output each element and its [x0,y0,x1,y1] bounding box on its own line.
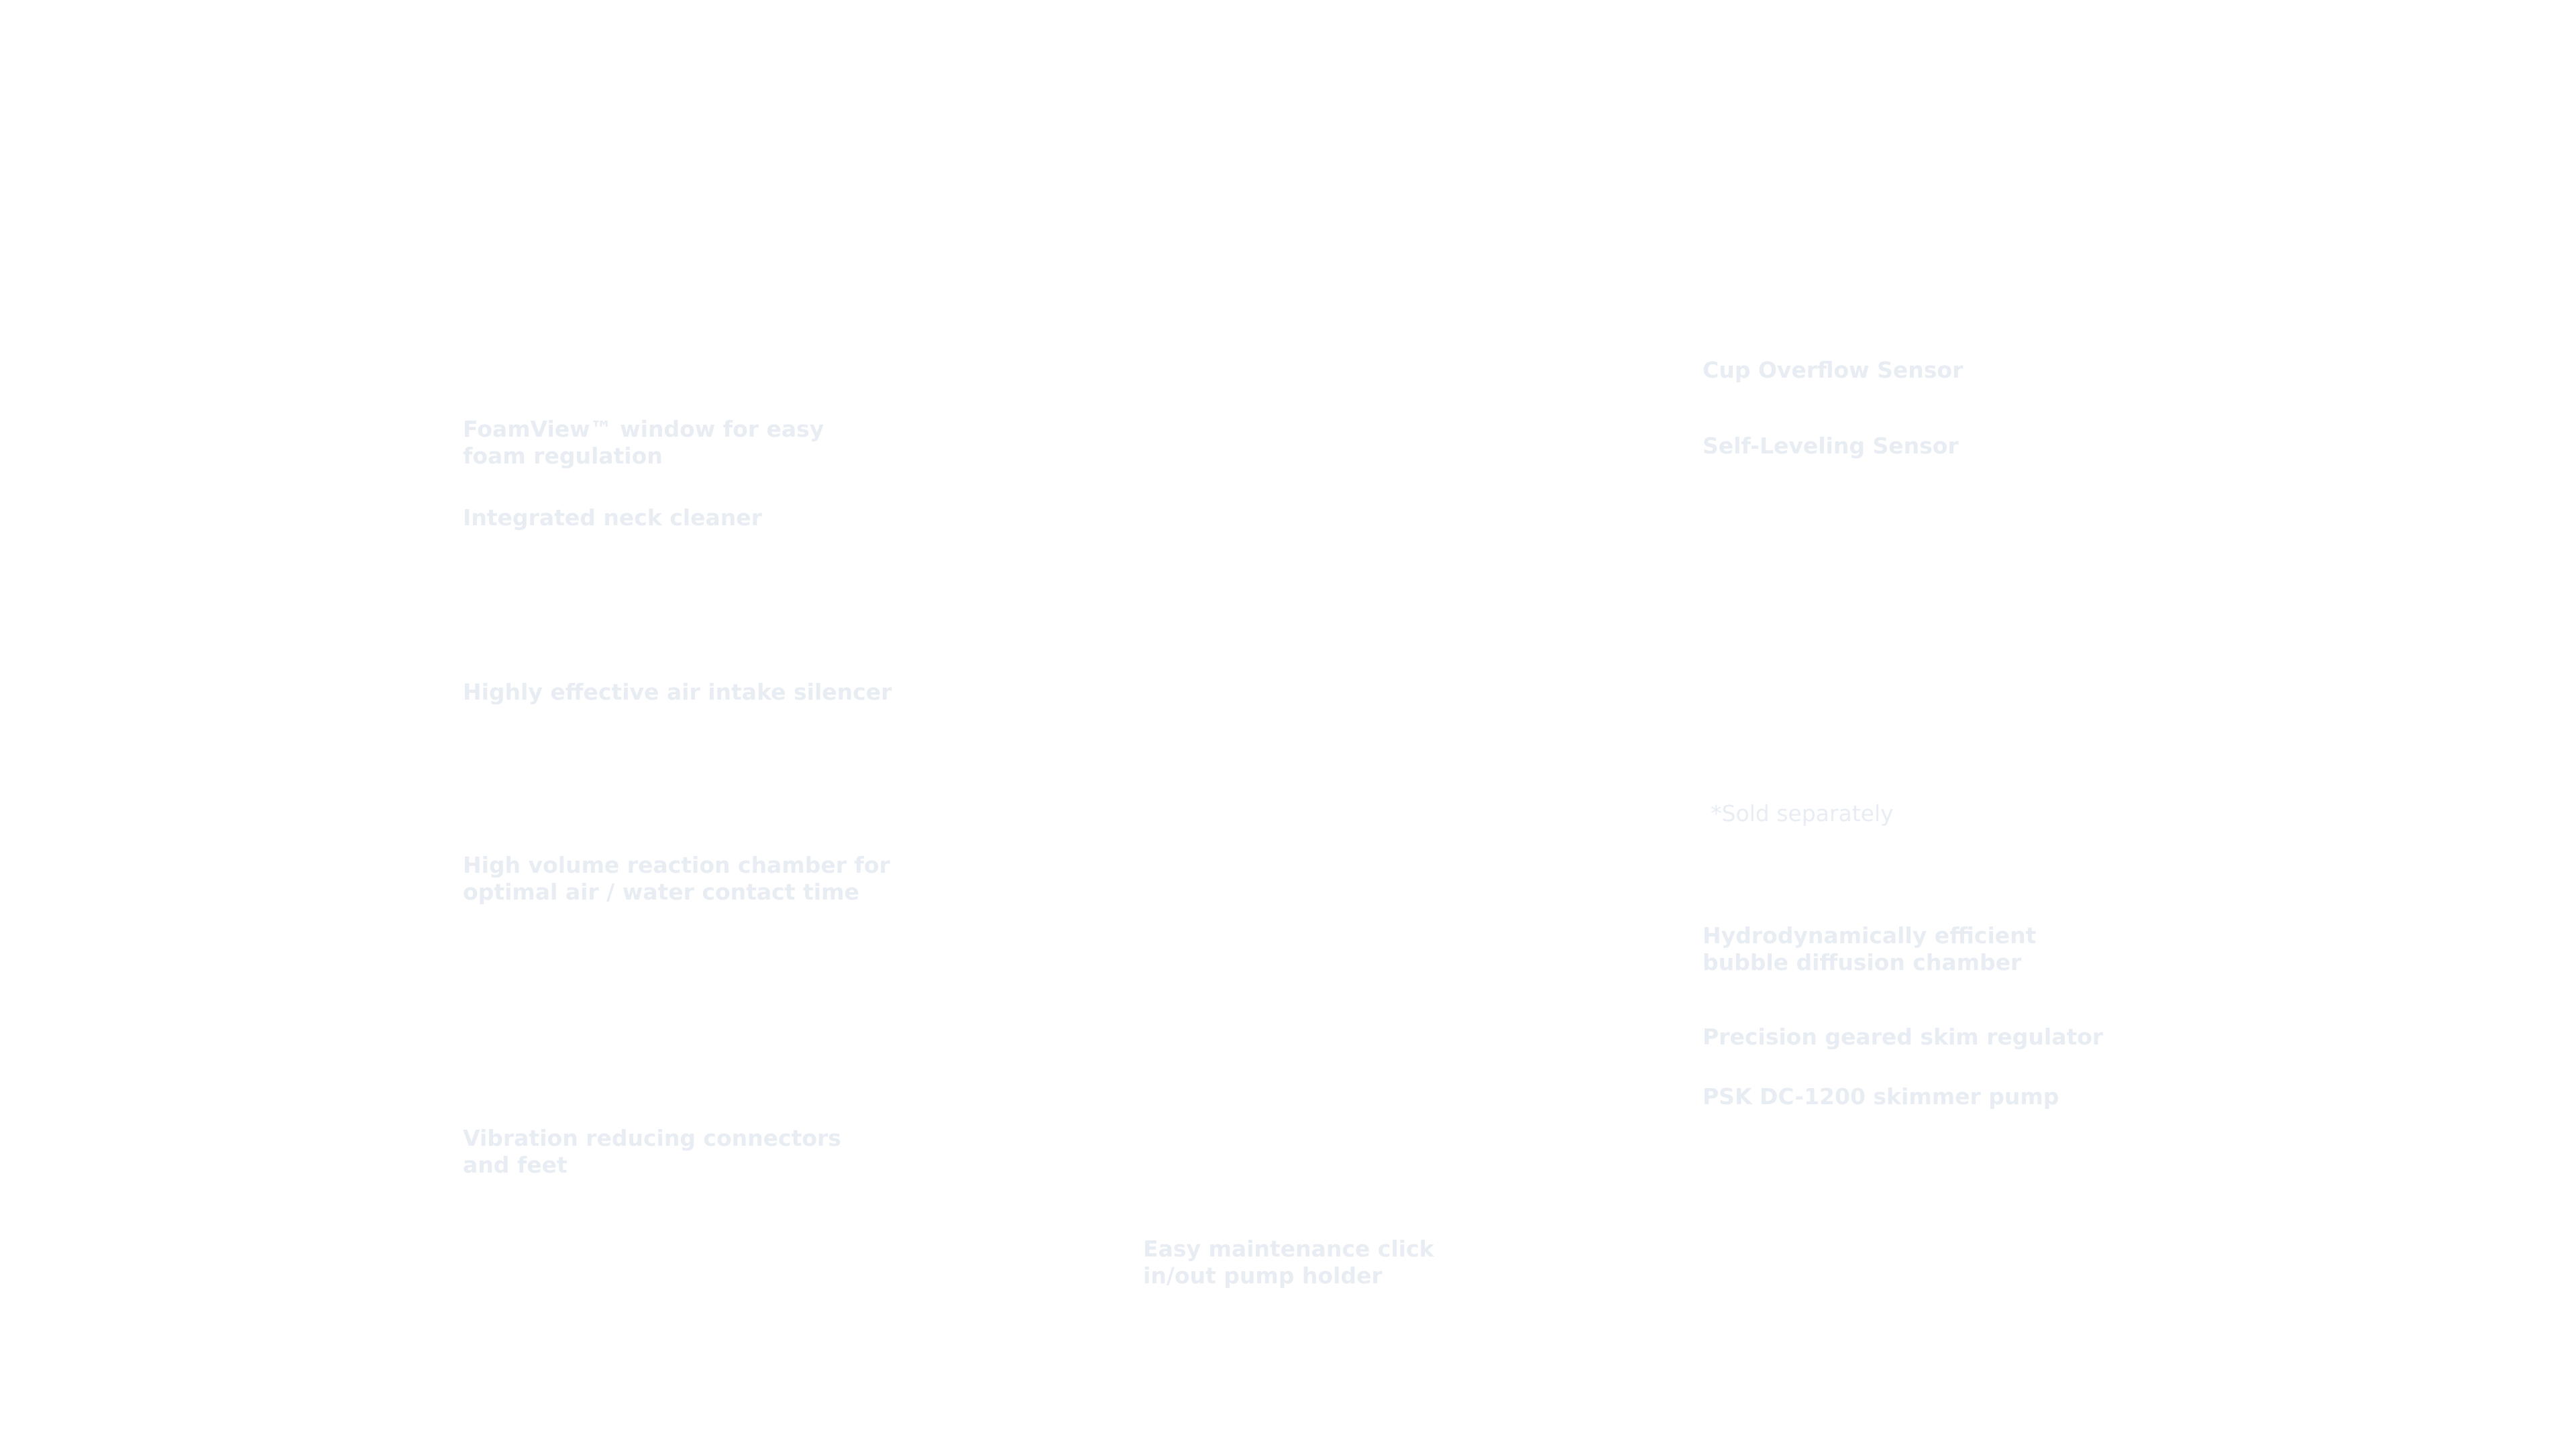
label-air-intake-silencer: Highly effective air intake silencer [463,679,892,706]
label-line: Easy maintenance click [1143,1236,1434,1262]
label-line: Self-Leveling Sensor [1703,433,1959,459]
label-line: PSK DC-1200 skimmer pump [1703,1083,2059,1110]
label-skimmer-pump: PSK DC-1200 skimmer pump [1703,1083,2059,1110]
label-self-leveling-sensor: Self-Leveling Sensor [1703,433,1959,460]
label-vibration-reducing: Vibration reducing connectors and feet [463,1125,841,1179]
label-skim-regulator: Precision geared skim regulator [1703,1024,2103,1051]
label-line: Cup Overflow Sensor [1703,357,1964,383]
label-pump-holder: Easy maintenance click in/out pump holde… [1143,1236,1434,1289]
sold-separately-note: *Sold separately [1711,800,1894,827]
label-line: Highly effective air intake silencer [463,679,892,705]
label-line: foam regulation [463,443,663,469]
label-line: Integrated neck cleaner [463,504,762,531]
label-line: in/out pump holder [1143,1263,1383,1289]
label-foamview-window: FoamView™ window for easy foam regulatio… [463,416,824,470]
label-line: Vibration reducing connectors [463,1125,841,1151]
label-line: bubble diffusion chamber [1703,949,2022,975]
label-line: and feet [463,1152,568,1178]
label-line: High volume reaction chamber for [463,852,890,878]
label-line: optimal air / water contact time [463,879,859,905]
label-line: Precision geared skim regulator [1703,1024,2104,1050]
label-bubble-diffusion-chamber: Hydrodynamically efficient bubble diffus… [1703,922,2036,976]
label-reaction-chamber: High volume reaction chamber for optimal… [463,852,890,906]
label-line: Hydrodynamically efficient [1703,922,2037,949]
label-cup-overflow-sensor: Cup Overflow Sensor [1703,357,1963,384]
label-neck-cleaner: Integrated neck cleaner [463,504,762,531]
note-line: *Sold separately [1711,800,1894,826]
label-line: FoamView™ window for easy [463,416,824,442]
